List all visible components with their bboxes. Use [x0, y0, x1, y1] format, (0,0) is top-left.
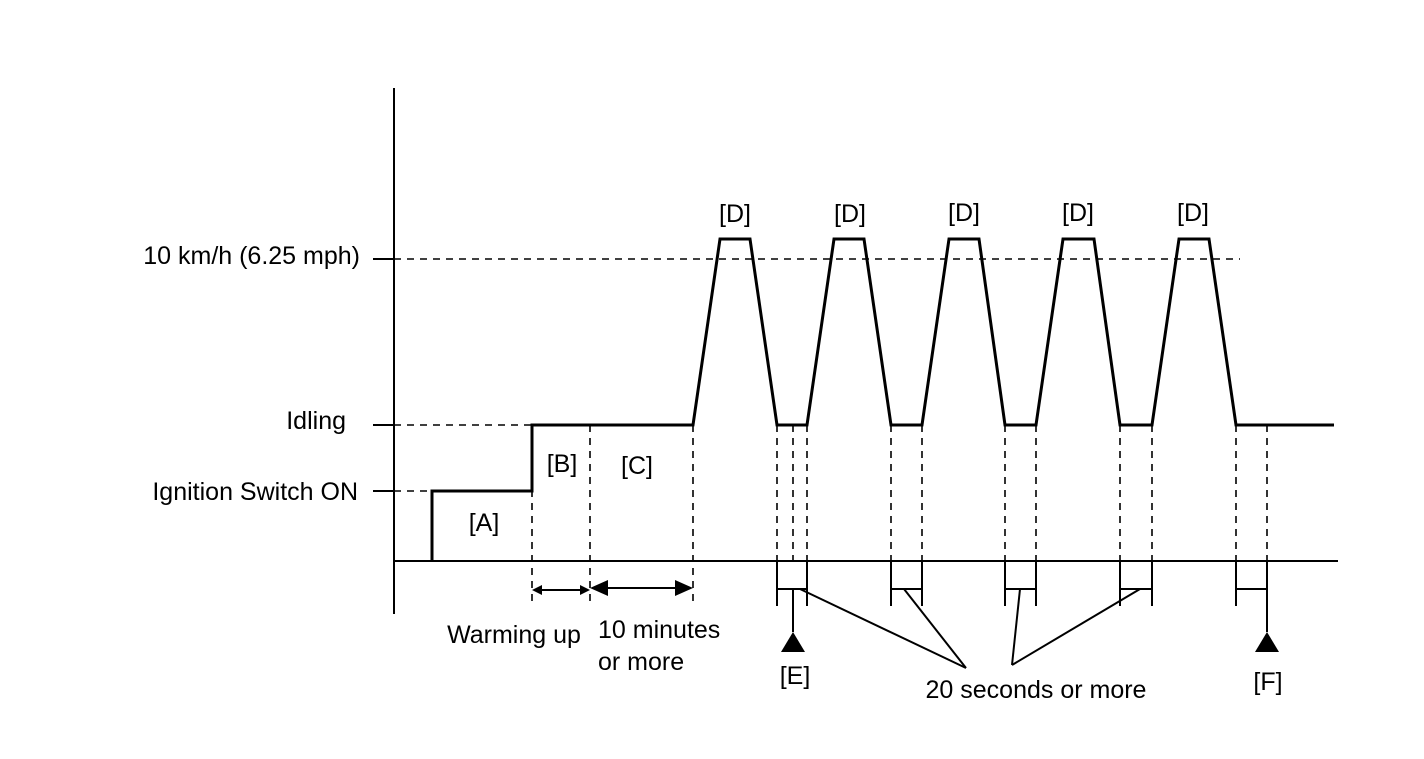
twenty-seconds-leader-lines: [799, 588, 1141, 669]
vertical-guide-lines: [531, 425, 1268, 604]
marker-e-triangle-icon: [781, 632, 805, 652]
segment-d-label-1: [D]: [719, 200, 751, 228]
marker-f-label: [F]: [1253, 668, 1282, 696]
warming-up-label: Warming up: [447, 621, 581, 649]
segment-d-label-3: [D]: [948, 199, 980, 227]
ignition-level-label: Ignition Switch ON: [152, 478, 358, 506]
ten-minutes-label-line2: or more: [598, 648, 684, 676]
warming-up-arrow: [532, 585, 590, 595]
segment-d-label-4: [D]: [1062, 199, 1094, 227]
ten-minutes-label-line1: 10 minutes: [598, 616, 720, 644]
segment-c-label: [C]: [621, 452, 653, 480]
marker-e: [781, 589, 805, 652]
speed-profile-line: [430, 237, 1334, 561]
segment-d-label-5: [D]: [1177, 199, 1209, 227]
ten-minutes-arrow: [590, 580, 693, 596]
twenty-seconds-label: 20 seconds or more: [926, 676, 1147, 704]
idle-interval-brackets: [776, 561, 1268, 606]
marker-f: [1255, 589, 1279, 652]
speed-level-label: 10 km/h (6.25 mph): [143, 242, 360, 270]
segment-a-label: [A]: [469, 509, 500, 537]
segment-d-label-2: [D]: [834, 200, 866, 228]
marker-f-triangle-icon: [1255, 632, 1279, 652]
segment-b-label: [B]: [547, 450, 578, 478]
marker-e-label: [E]: [780, 662, 811, 690]
idling-level-label: Idling: [286, 407, 346, 435]
